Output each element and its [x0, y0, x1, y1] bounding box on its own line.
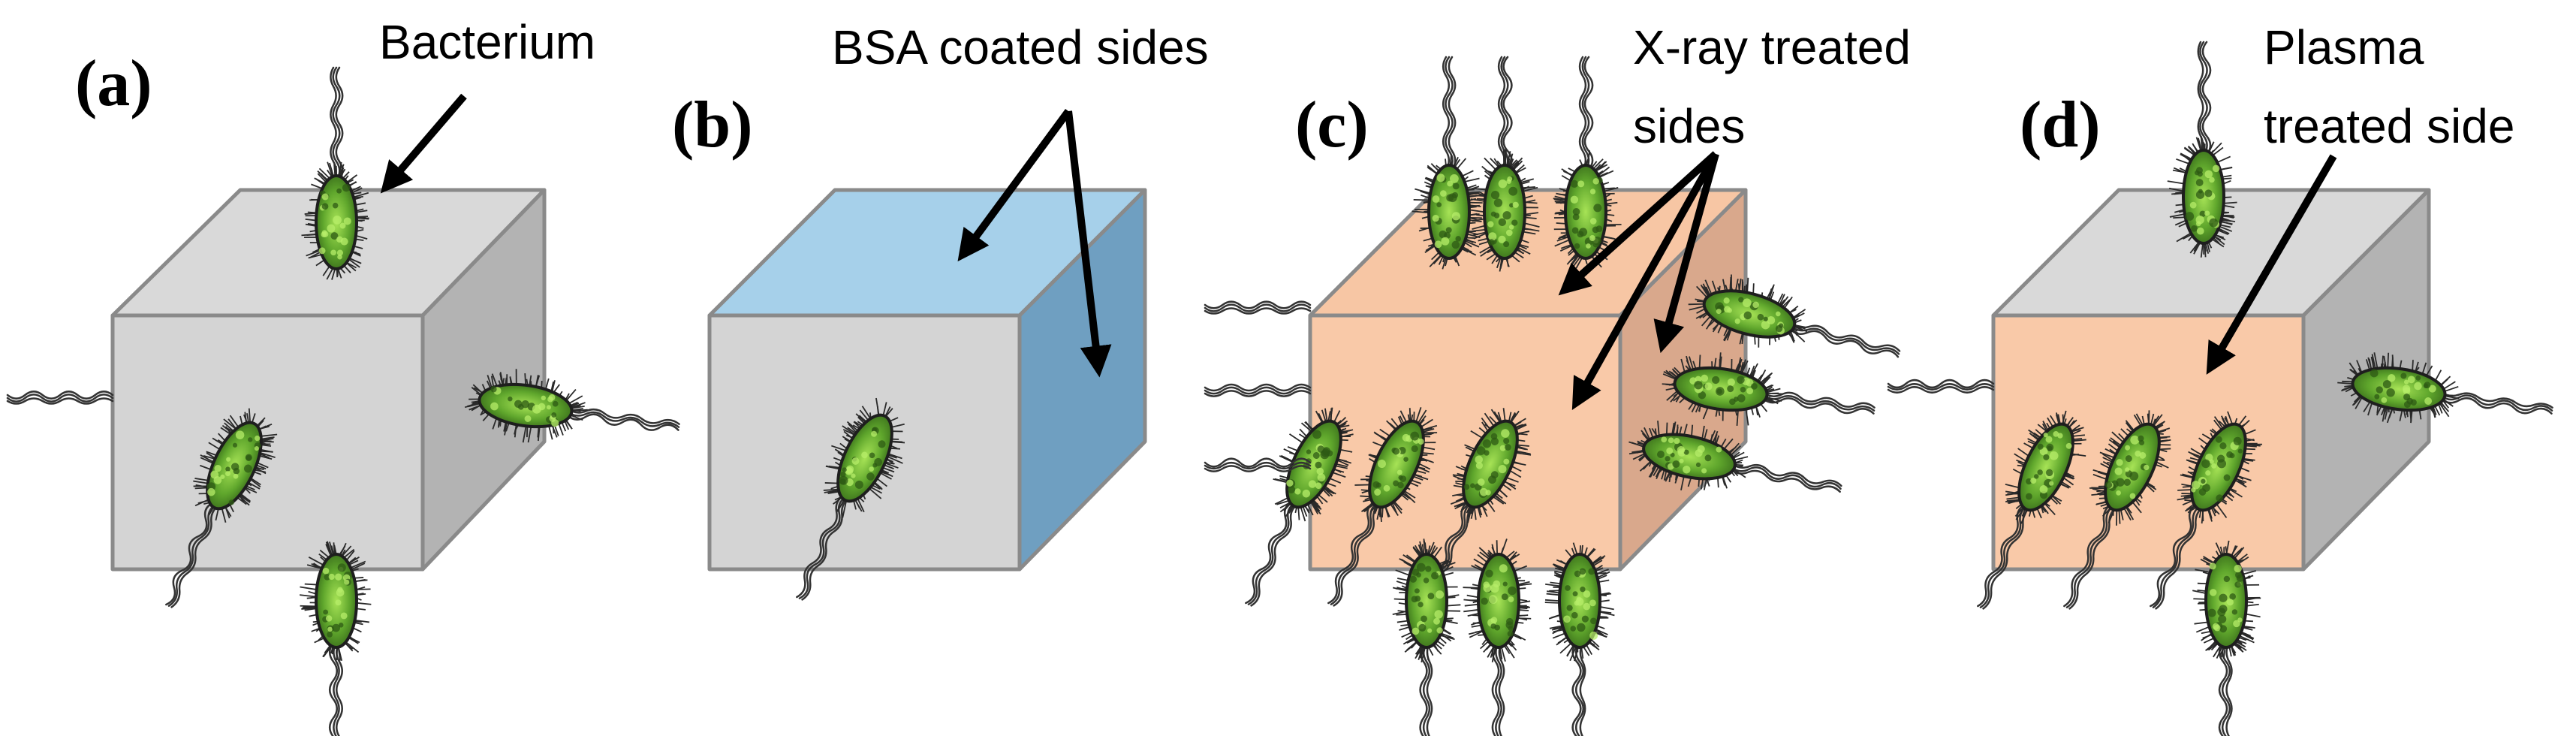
arrow-icon	[380, 93, 467, 194]
bacterium-icon	[464, 369, 680, 443]
bacterium-icon	[1421, 408, 1532, 607]
panel-b-label: (b)	[672, 89, 753, 161]
flagellum-icon	[1204, 457, 1312, 472]
arrow-icon	[2206, 154, 2337, 375]
panel-d-label: (d)	[2020, 89, 2101, 161]
panel-a-label: (a)	[75, 47, 152, 120]
panel-c-label: (c)	[1295, 89, 1369, 161]
cube-a	[110, 188, 547, 572]
bacterium-icon	[2337, 352, 2553, 424]
cube-a-front-face	[110, 313, 425, 572]
panel-a: (a) Bacterium	[6, 15, 680, 736]
panel-b-annotation: BSA coated sides	[832, 20, 1209, 74]
bacterium-icon	[1412, 56, 1486, 270]
bacterium-icon	[1544, 542, 1615, 736]
arrow-icon	[1558, 151, 1719, 296]
bacterium-icon	[1688, 274, 1901, 358]
cube-b	[707, 188, 1147, 572]
bacterium-icon	[2063, 410, 2171, 610]
bacterium-icon	[165, 408, 278, 608]
panel-c-annotation-line2: sides	[1633, 99, 1745, 153]
flagellum-icon	[1204, 383, 1312, 397]
bacterium-icon	[796, 397, 905, 601]
panel-d-annotation-line2: treated side	[2264, 99, 2514, 153]
panel-a-annotation: Bacterium	[379, 15, 595, 69]
bacterium-icon	[2167, 41, 2237, 258]
arrow-icon	[1065, 110, 1112, 378]
bacterium-icon	[2150, 411, 2262, 610]
panel-b: (b) BSA coated sides	[672, 20, 1209, 601]
panel-c-annotation-line1: X-ray treated	[1633, 20, 1911, 74]
bacterium-icon	[1463, 538, 1532, 736]
arrow-icon	[1571, 152, 1719, 410]
bacterium-icon	[1327, 407, 1438, 607]
bacterium-icon	[2192, 540, 2261, 736]
flagellum-icon	[1204, 300, 1312, 315]
bacterium-icon	[1553, 56, 1622, 269]
bacterium-icon	[1469, 56, 1540, 272]
arrow-icon	[957, 109, 1072, 262]
panel-d-annotation-line1: Plasma	[2264, 20, 2424, 74]
bacterium-icon	[301, 66, 369, 280]
flagellum-icon	[1887, 379, 1995, 394]
arrow-icon	[1653, 152, 1719, 354]
panel-c: (c) X-ray treated sides	[1204, 20, 1911, 736]
panel-d: (d) Plasma treated side	[1887, 20, 2553, 736]
bacterium-icon	[1245, 407, 1354, 607]
bacterium-icon	[1628, 421, 1842, 493]
bacterium-icon	[1977, 410, 2086, 610]
bacterium-icon	[1662, 352, 1876, 427]
bacterium-icon	[300, 541, 372, 736]
flagellum-icon	[6, 391, 114, 405]
bacterium-icon	[1392, 538, 1461, 736]
